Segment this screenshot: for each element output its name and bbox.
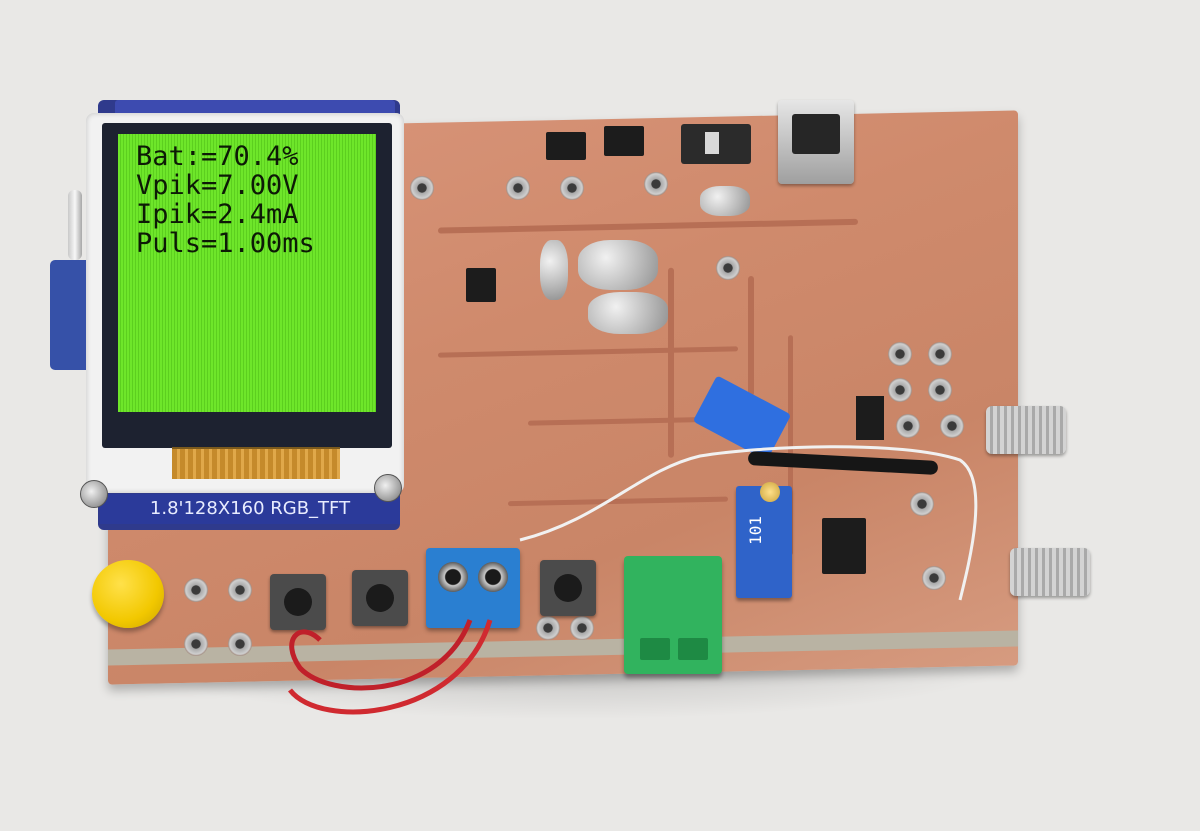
solder-pad (560, 176, 584, 200)
terminal-slot (678, 638, 708, 660)
terminal-screw (478, 562, 508, 592)
solder-blob (540, 240, 568, 300)
solder-pad (940, 414, 964, 438)
blue-screw-terminal (426, 548, 520, 628)
solder-pad (910, 492, 934, 516)
solder-blob (578, 240, 658, 290)
solder-pad (228, 632, 252, 656)
sot-component (466, 268, 496, 302)
rotary-knob[interactable] (986, 406, 1066, 454)
solder-pad (536, 616, 560, 640)
trimmer-potentiometer[interactable]: 101 (736, 486, 792, 598)
transistor (546, 132, 586, 160)
solder-pad (716, 256, 740, 280)
solder-pad (184, 632, 208, 656)
solder-pad (184, 578, 208, 602)
solder-pad (228, 578, 252, 602)
transistor (604, 126, 644, 156)
trimmer-adjust-screw[interactable] (760, 482, 780, 502)
solder-pad (410, 176, 434, 200)
jumper-connector (856, 396, 884, 440)
white-wire (519, 445, 978, 601)
rotary-knob[interactable] (1010, 548, 1090, 596)
pin-header (115, 100, 395, 116)
screw-icon (80, 480, 108, 508)
pulse-line: Puls=1.00ms (136, 228, 315, 259)
solder-pad (644, 172, 668, 196)
tactile-button[interactable] (352, 570, 408, 626)
ic-chip (822, 518, 866, 574)
mini-usb-connector (778, 100, 854, 184)
slide-switch[interactable] (681, 124, 751, 164)
solder-pad (928, 378, 952, 402)
screen-readout: Bat:=70.4% Vpik=7.00V Ipik=2.4mA Puls=1.… (136, 142, 315, 258)
flex-cable (172, 447, 340, 479)
voltage-line: Vpik=7.00V (136, 170, 299, 201)
tft-module-label: 1.8'128X160 RGB_TFT (100, 494, 400, 524)
screw-icon (374, 474, 402, 502)
solder-pad (928, 342, 952, 366)
solder-pad (922, 566, 946, 590)
tactile-button[interactable] (540, 560, 596, 616)
solder-blob (588, 292, 668, 334)
solder-blob (700, 186, 750, 216)
solder-pad (570, 616, 594, 640)
red-wire (288, 619, 493, 715)
terminal-screw (438, 562, 468, 592)
green-terminal-block (624, 556, 722, 674)
solder-pad (888, 342, 912, 366)
tactile-button[interactable] (270, 574, 326, 630)
yellow-push-button[interactable] (92, 560, 164, 628)
toggle-lever (68, 190, 82, 260)
solder-pad (888, 378, 912, 402)
current-line: Ipik=2.4mA (136, 199, 299, 230)
solder-pad (506, 176, 530, 200)
tft-screen: Bat:=70.4% Vpik=7.00V Ipik=2.4mA Puls=1.… (118, 134, 376, 412)
solder-pad (896, 414, 920, 438)
red-wire (289, 619, 473, 691)
battery-line: Bat:=70.4% (136, 141, 299, 172)
terminal-slot (640, 638, 670, 660)
